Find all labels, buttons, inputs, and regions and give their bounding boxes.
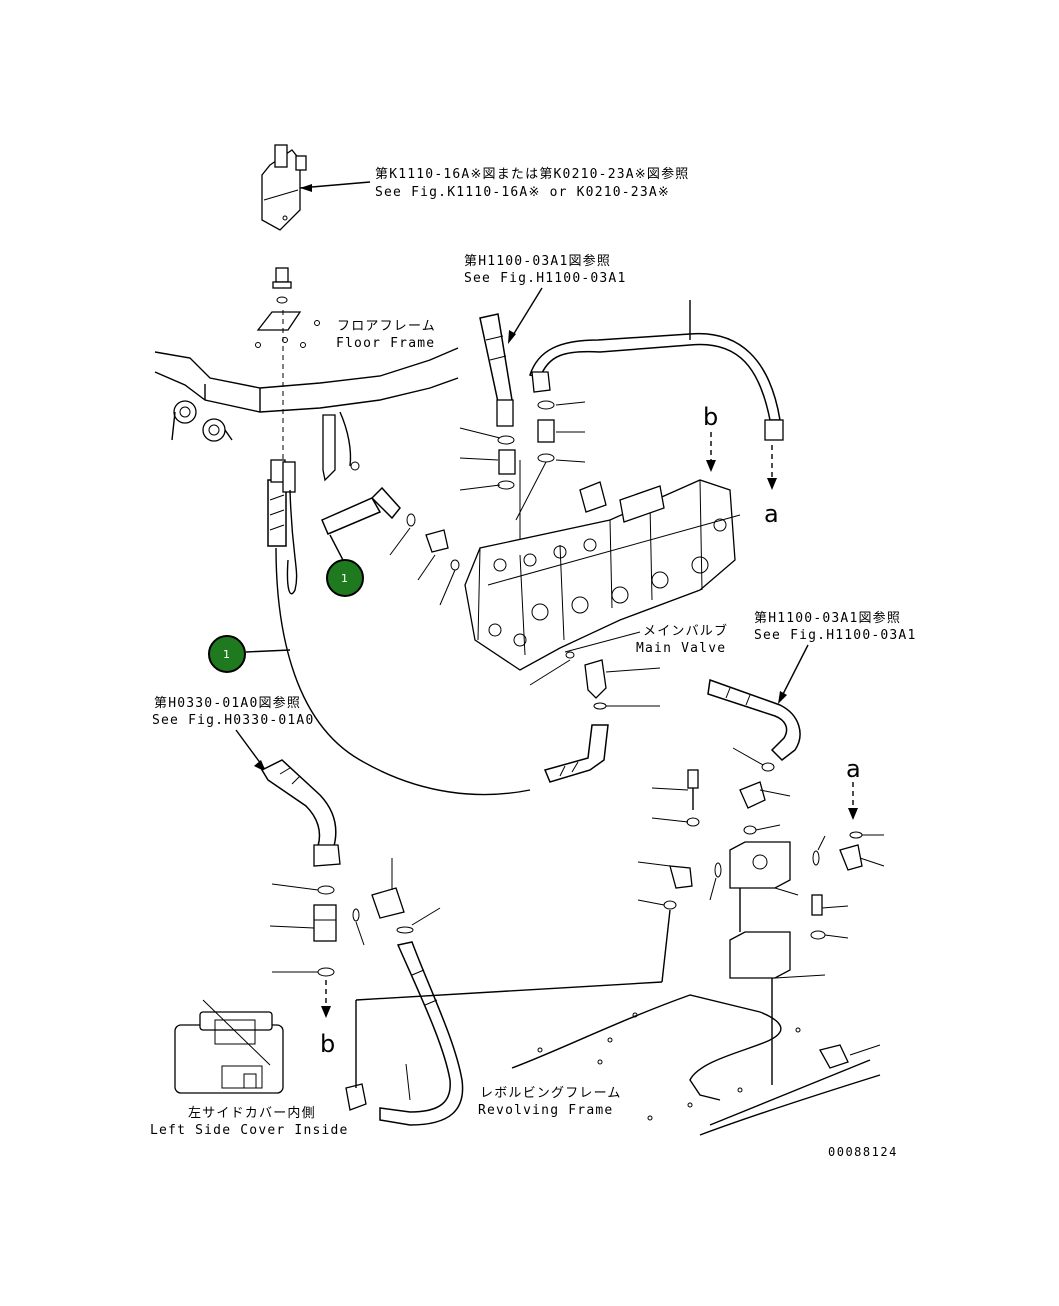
- revolving-frame-en: Revolving Frame: [478, 1103, 613, 1118]
- callout-1-left-number: 1: [223, 648, 230, 661]
- connector-b-bottom: b: [320, 1030, 335, 1058]
- upper-right-hose: [515, 300, 784, 570]
- floor-frame-en: Floor Frame: [336, 336, 435, 351]
- drawing-number: 00088124: [828, 1145, 898, 1159]
- callout-1-left: 1: [208, 635, 291, 673]
- floor-frame: [154, 347, 459, 482]
- main-valve: [464, 479, 741, 671]
- ref-k1110-jp: 第K1110-16A※図または第K0210-23A※図参照: [375, 166, 689, 182]
- main-valve-jp: メインバルブ: [643, 623, 728, 639]
- ref-h0330-en: See Fig.H0330-01A0: [152, 713, 314, 728]
- left-cover-jp: 左サイドカバー内側: [188, 1105, 316, 1121]
- upper-mid-hose: [459, 313, 516, 491]
- ref-h0330-jp: 第H0330-01A0図参照: [154, 695, 301, 711]
- left-cover-en: Left Side Cover Inside: [150, 1123, 349, 1138]
- leader-h1100-top: [509, 287, 543, 341]
- ref-h1100-right-jp: 第H1100-03A1図参照: [754, 610, 901, 626]
- lower-valve-fittings: [529, 651, 661, 783]
- right-fittings-cluster: [637, 769, 885, 1085]
- floor-frame-jp: フロアフレーム: [337, 319, 436, 334]
- ref-k1110-en: See Fig.K1110-16A※ or K0210-23A※: [375, 185, 670, 200]
- revolving-frame: [511, 994, 881, 1136]
- floor-plate: [255, 310, 320, 460]
- connector-b-top: b: [703, 403, 718, 431]
- main-valve-en: Main Valve: [636, 641, 726, 656]
- lower-long-hose: [345, 941, 663, 1126]
- short-hose: [321, 486, 460, 606]
- callout-1-mid: 1: [326, 534, 364, 597]
- revolving-frame-jp: レボルビングフレーム: [480, 1086, 622, 1101]
- callout-1-mid-number: 1: [341, 572, 348, 585]
- connector-a-top: a: [764, 500, 779, 528]
- left-side-cover: [174, 999, 284, 1094]
- left-long-hose: [267, 459, 531, 796]
- lower-left-hose: [260, 759, 441, 1018]
- ref-h1100-top-en: See Fig.H1100-03A1: [464, 271, 626, 286]
- connector-a-right: a: [846, 755, 861, 783]
- ref-h1100-right-en: See Fig.H1100-03A1: [754, 628, 916, 643]
- top-valve-unit: [261, 144, 307, 304]
- right-hose: [707, 644, 809, 772]
- ref-h1100-top-jp: 第H1100-03A1図参照: [464, 253, 611, 269]
